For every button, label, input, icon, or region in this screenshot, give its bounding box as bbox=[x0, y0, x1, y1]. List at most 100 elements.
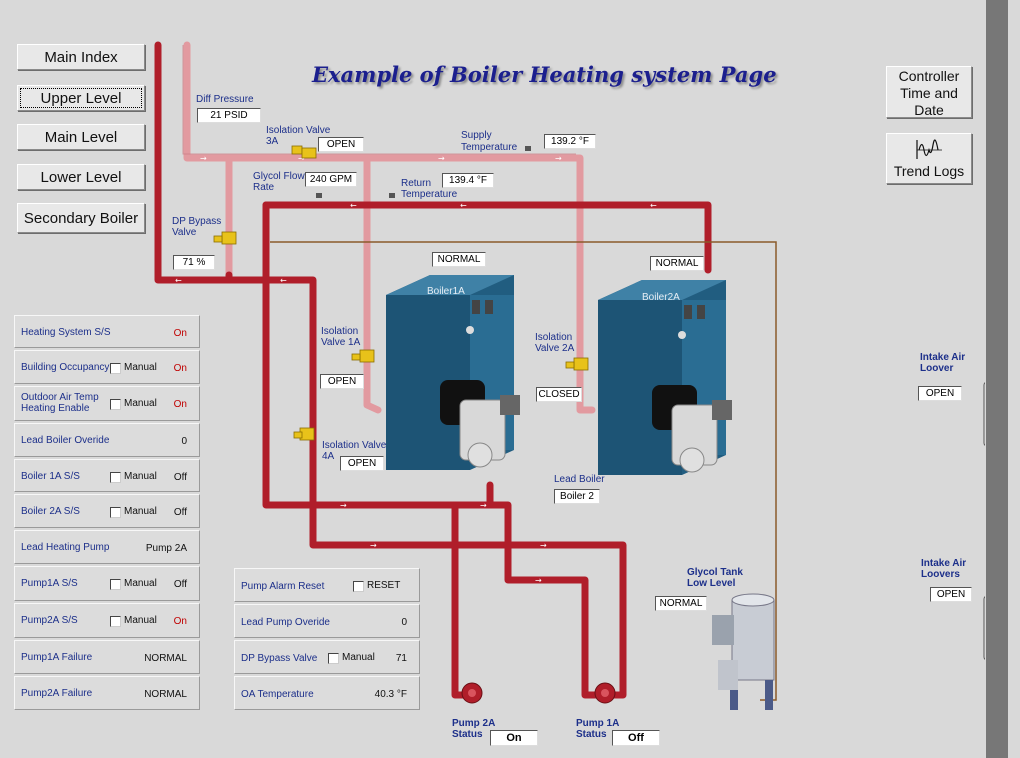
glycol-flow-label-1: Glycol Flow bbox=[253, 171, 305, 182]
status-row-value[interactable]: Off bbox=[173, 579, 187, 590]
boiler-2a-label: Boiler2A bbox=[642, 292, 680, 303]
diff-pressure-label: Diff Pressure bbox=[196, 94, 254, 105]
iso-4a-value[interactable]: OPEN bbox=[340, 456, 384, 471]
iso-2a-value[interactable]: CLOSED bbox=[536, 387, 582, 402]
piping-diagram: →→→ →←← ←←← →→→ →→ bbox=[154, 41, 985, 710]
nav-secondary-boiler-button[interactable]: Secondary Boiler bbox=[17, 203, 145, 233]
manual-checkbox-label: Manual bbox=[124, 615, 157, 626]
svg-text:→: → bbox=[340, 501, 347, 510]
pump-row-value[interactable]: 71 bbox=[395, 653, 407, 664]
pump-row-label: DP Bypass Valve bbox=[241, 653, 318, 664]
pump-row-value[interactable]: 40.3 °F bbox=[374, 689, 407, 700]
controller-label-line2: Time and bbox=[900, 85, 958, 101]
diff-pressure-value: 21 PSID bbox=[197, 108, 261, 123]
pump-row-label: OA Temperature bbox=[241, 689, 314, 700]
glycol-tank-icon bbox=[712, 593, 775, 710]
manual-checkbox-label: Manual bbox=[124, 506, 157, 517]
pump-1a-status-value: Off bbox=[612, 730, 660, 746]
supply-temp-value: 139.2 °F bbox=[544, 134, 596, 149]
manual-checkbox[interactable] bbox=[110, 616, 121, 627]
return-temp-value: 139.4 °F bbox=[442, 173, 494, 188]
iso-2a-label-1: Isolation bbox=[535, 332, 573, 343]
pump-row: OA Temperature 40.3 °F bbox=[234, 676, 420, 710]
svg-text:→: → bbox=[535, 576, 542, 585]
controller-time-date-button[interactable]: Controller Time and Date bbox=[886, 66, 972, 118]
nav-main-index-button[interactable]: Main Index bbox=[17, 44, 145, 70]
iso-1a-label-1: Isolation bbox=[321, 326, 359, 337]
svg-text:←: ← bbox=[650, 201, 657, 210]
intake-2-label-2: Loovers bbox=[921, 569, 960, 580]
manual-checkbox[interactable] bbox=[110, 399, 121, 410]
nav-main-level-button[interactable]: Main Level bbox=[17, 124, 145, 150]
glycol-tank-value: NORMAL bbox=[655, 596, 707, 611]
return-temp-label-2: Temperature bbox=[401, 189, 458, 200]
manual-checkbox[interactable] bbox=[110, 472, 121, 483]
status-row-label: Heating System S/S bbox=[21, 327, 111, 338]
status-row-value[interactable]: NORMAL bbox=[144, 653, 187, 664]
status-row-value[interactable]: On bbox=[173, 363, 187, 374]
status-row-label: Pump1A S/S bbox=[21, 578, 78, 589]
glycol-flow-label-2: Rate bbox=[253, 182, 275, 193]
lead-boiler-value[interactable]: Boiler 2 bbox=[554, 489, 600, 504]
checkbox-label: Manual bbox=[342, 652, 375, 663]
manual-checkbox[interactable] bbox=[328, 653, 339, 664]
pump-row-label: Lead Pump Overide bbox=[241, 617, 330, 628]
nav-lower-level-button[interactable]: Lower Level bbox=[17, 164, 145, 190]
svg-text:→: → bbox=[200, 154, 207, 163]
status-row: Lead Heating Pump Pump 2A bbox=[14, 530, 200, 564]
status-row: Heating System S/S On bbox=[14, 315, 200, 348]
status-row-label: Pump2A S/S bbox=[21, 615, 78, 626]
dp-bypass-label-2: Valve bbox=[172, 227, 197, 238]
boiler-1a-icon bbox=[386, 275, 520, 470]
glycol-flow-value: 240 GPM bbox=[305, 172, 357, 187]
status-row-value[interactable]: 0 bbox=[181, 436, 187, 447]
status-row-label: Pump2A Failure bbox=[21, 688, 93, 699]
intake-1-label-2: Loover bbox=[920, 363, 954, 374]
svg-text:→: → bbox=[480, 501, 487, 510]
pump-2a-icon bbox=[461, 682, 483, 704]
nav-upper-level-button[interactable]: Upper Level bbox=[17, 85, 145, 111]
status-row-value[interactable]: NORMAL bbox=[144, 689, 187, 700]
manual-checkbox-label: Manual bbox=[124, 578, 157, 589]
pump-2a-status-value: On bbox=[490, 730, 538, 746]
status-row-label: Boiler 1A S/S bbox=[21, 471, 80, 482]
intake-1-label-1: Intake Air bbox=[920, 352, 966, 363]
controller-label-line3: Date bbox=[914, 102, 944, 118]
svg-text:→: → bbox=[370, 541, 377, 550]
page-title: Example of Boiler Heating system Page bbox=[312, 62, 777, 87]
status-row: Pump2A Failure NORMAL bbox=[14, 676, 200, 710]
status-row: Pump1A Failure NORMAL bbox=[14, 640, 200, 674]
supply-temp-label-1: Supply bbox=[461, 130, 492, 141]
trend-logs-button[interactable]: Trend Logs bbox=[886, 133, 972, 184]
status-row-value[interactable]: On bbox=[173, 399, 187, 410]
status-row-label: Lead Heating Pump bbox=[21, 542, 110, 553]
manual-checkbox[interactable] bbox=[110, 363, 121, 374]
status-row-value[interactable]: On bbox=[173, 616, 187, 627]
pump-row-value[interactable]: 0 bbox=[401, 617, 407, 628]
svg-text:←: ← bbox=[280, 276, 287, 285]
manual-checkbox-label: Manual bbox=[124, 362, 157, 373]
return-pipe bbox=[154, 41, 712, 699]
status-row-value[interactable]: Off bbox=[173, 472, 187, 483]
manual-checkbox[interactable] bbox=[110, 507, 121, 518]
iso-3a-label-2: 3A bbox=[266, 136, 279, 147]
iso-3a-value[interactable]: OPEN bbox=[318, 137, 364, 152]
status-row-label: Pump1A Failure bbox=[21, 652, 93, 663]
status-row-value[interactable]: On bbox=[173, 328, 187, 339]
sensor-icon bbox=[316, 146, 531, 198]
svg-text:←: ← bbox=[175, 276, 182, 285]
status-row-value[interactable]: Pump 2A bbox=[145, 543, 187, 554]
status-row-value[interactable]: Off bbox=[173, 507, 187, 518]
glycol-tank-label-2: Low Level bbox=[687, 578, 736, 589]
manual-checkbox[interactable] bbox=[110, 579, 121, 590]
status-row-label: Outdoor Air Temp Heating Enable bbox=[21, 392, 99, 414]
lead-boiler-label: Lead Boiler bbox=[554, 474, 605, 485]
iso-1a-value[interactable]: OPEN bbox=[320, 374, 364, 389]
reset-checkbox[interactable] bbox=[353, 581, 364, 592]
pump-1a-label-2: Status bbox=[576, 729, 607, 740]
